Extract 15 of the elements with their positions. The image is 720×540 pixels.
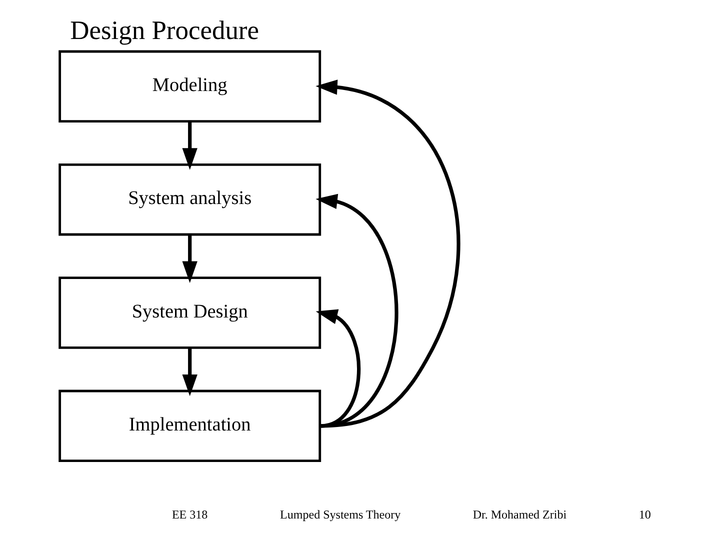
label: Lumped Systems Theory [280,508,400,522]
node-box: System Design [58,276,321,349]
arrow [182,234,197,283]
label: EE 318 [171,508,208,522]
node-box: System analysis [58,163,321,236]
label: 10 [638,508,650,522]
diagram-title: Design Procedure [70,14,259,45]
label: Dr. Mohamed Zribi [472,508,566,522]
arrow [315,309,360,428]
node-box: Modeling [58,50,321,123]
arrow [315,80,460,428]
arrow [182,121,197,170]
arrow [182,348,197,396]
node-box: Implementation [58,390,321,462]
arrow [315,194,398,428]
